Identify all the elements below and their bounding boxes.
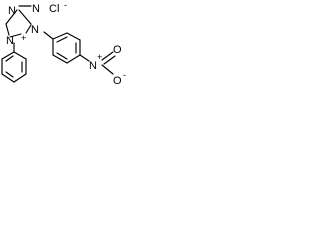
nitro-link-bond: [79, 54, 90, 62]
tetrazole-ring: [5, 5, 32, 38]
phenyl-bond-1: [13, 51, 27, 60]
atom-n2-label: N: [6, 35, 14, 47]
phenyl-ring: [1, 42, 27, 83]
nitro-o-minus-charge: -: [123, 70, 126, 80]
nitrophenyl-double-1: [56, 36, 68, 43]
nitrophenyl-ring: [43, 31, 116, 75]
nitro-bond-upper: [101, 51, 114, 61]
atom-n-top-label: N: [32, 3, 40, 15]
tetrazole-bond-4: [18, 9, 32, 25]
nitrophenyl-link-bond: [43, 31, 54, 40]
ring-plus-charge: +: [21, 33, 26, 43]
nitro-n-plus-charge: +: [97, 52, 102, 62]
nitrophenyl-double-3: [56, 52, 68, 60]
tetrazole-bond-3: [25, 24, 32, 34]
tetrazole-bond-2: [9, 33, 22, 38]
nitrophenyl-bond-2: [66, 32, 81, 41]
nitro-double-upper: [103, 55, 116, 65]
phenyl-bond-4: [1, 73, 15, 83]
phenyl-double-2: [5, 71, 14, 78]
phenyl-bond-6: [1, 51, 15, 60]
chemical-structure: N N N N N O O + + - Cl -: [1, 0, 126, 87]
nitro-o-upper-label: O: [113, 44, 122, 56]
tetrazole-bond-5: [5, 9, 18, 25]
chloride-label: Cl: [49, 3, 59, 15]
atom-n3-label: N: [31, 24, 39, 36]
atom-labels: N N N N N O O + + - Cl -: [6, 0, 126, 87]
chloride-minus-charge: -: [64, 0, 67, 10]
nitrophenyl-bond-1: [52, 32, 68, 40]
nitro-o-lower-label: O: [113, 75, 122, 87]
atom-n1-label: N: [8, 5, 16, 17]
nitrophenyl-bond-5: [52, 54, 68, 64]
tetrazole-bond-1: [5, 23, 10, 36]
phenyl-double-3: [5, 55, 14, 62]
nitrophenyl-bond-4: [66, 54, 81, 64]
nitro-bond-lower: [101, 64, 114, 75]
nitro-n-label: N: [89, 60, 97, 72]
phenyl-bond-3: [13, 73, 27, 83]
